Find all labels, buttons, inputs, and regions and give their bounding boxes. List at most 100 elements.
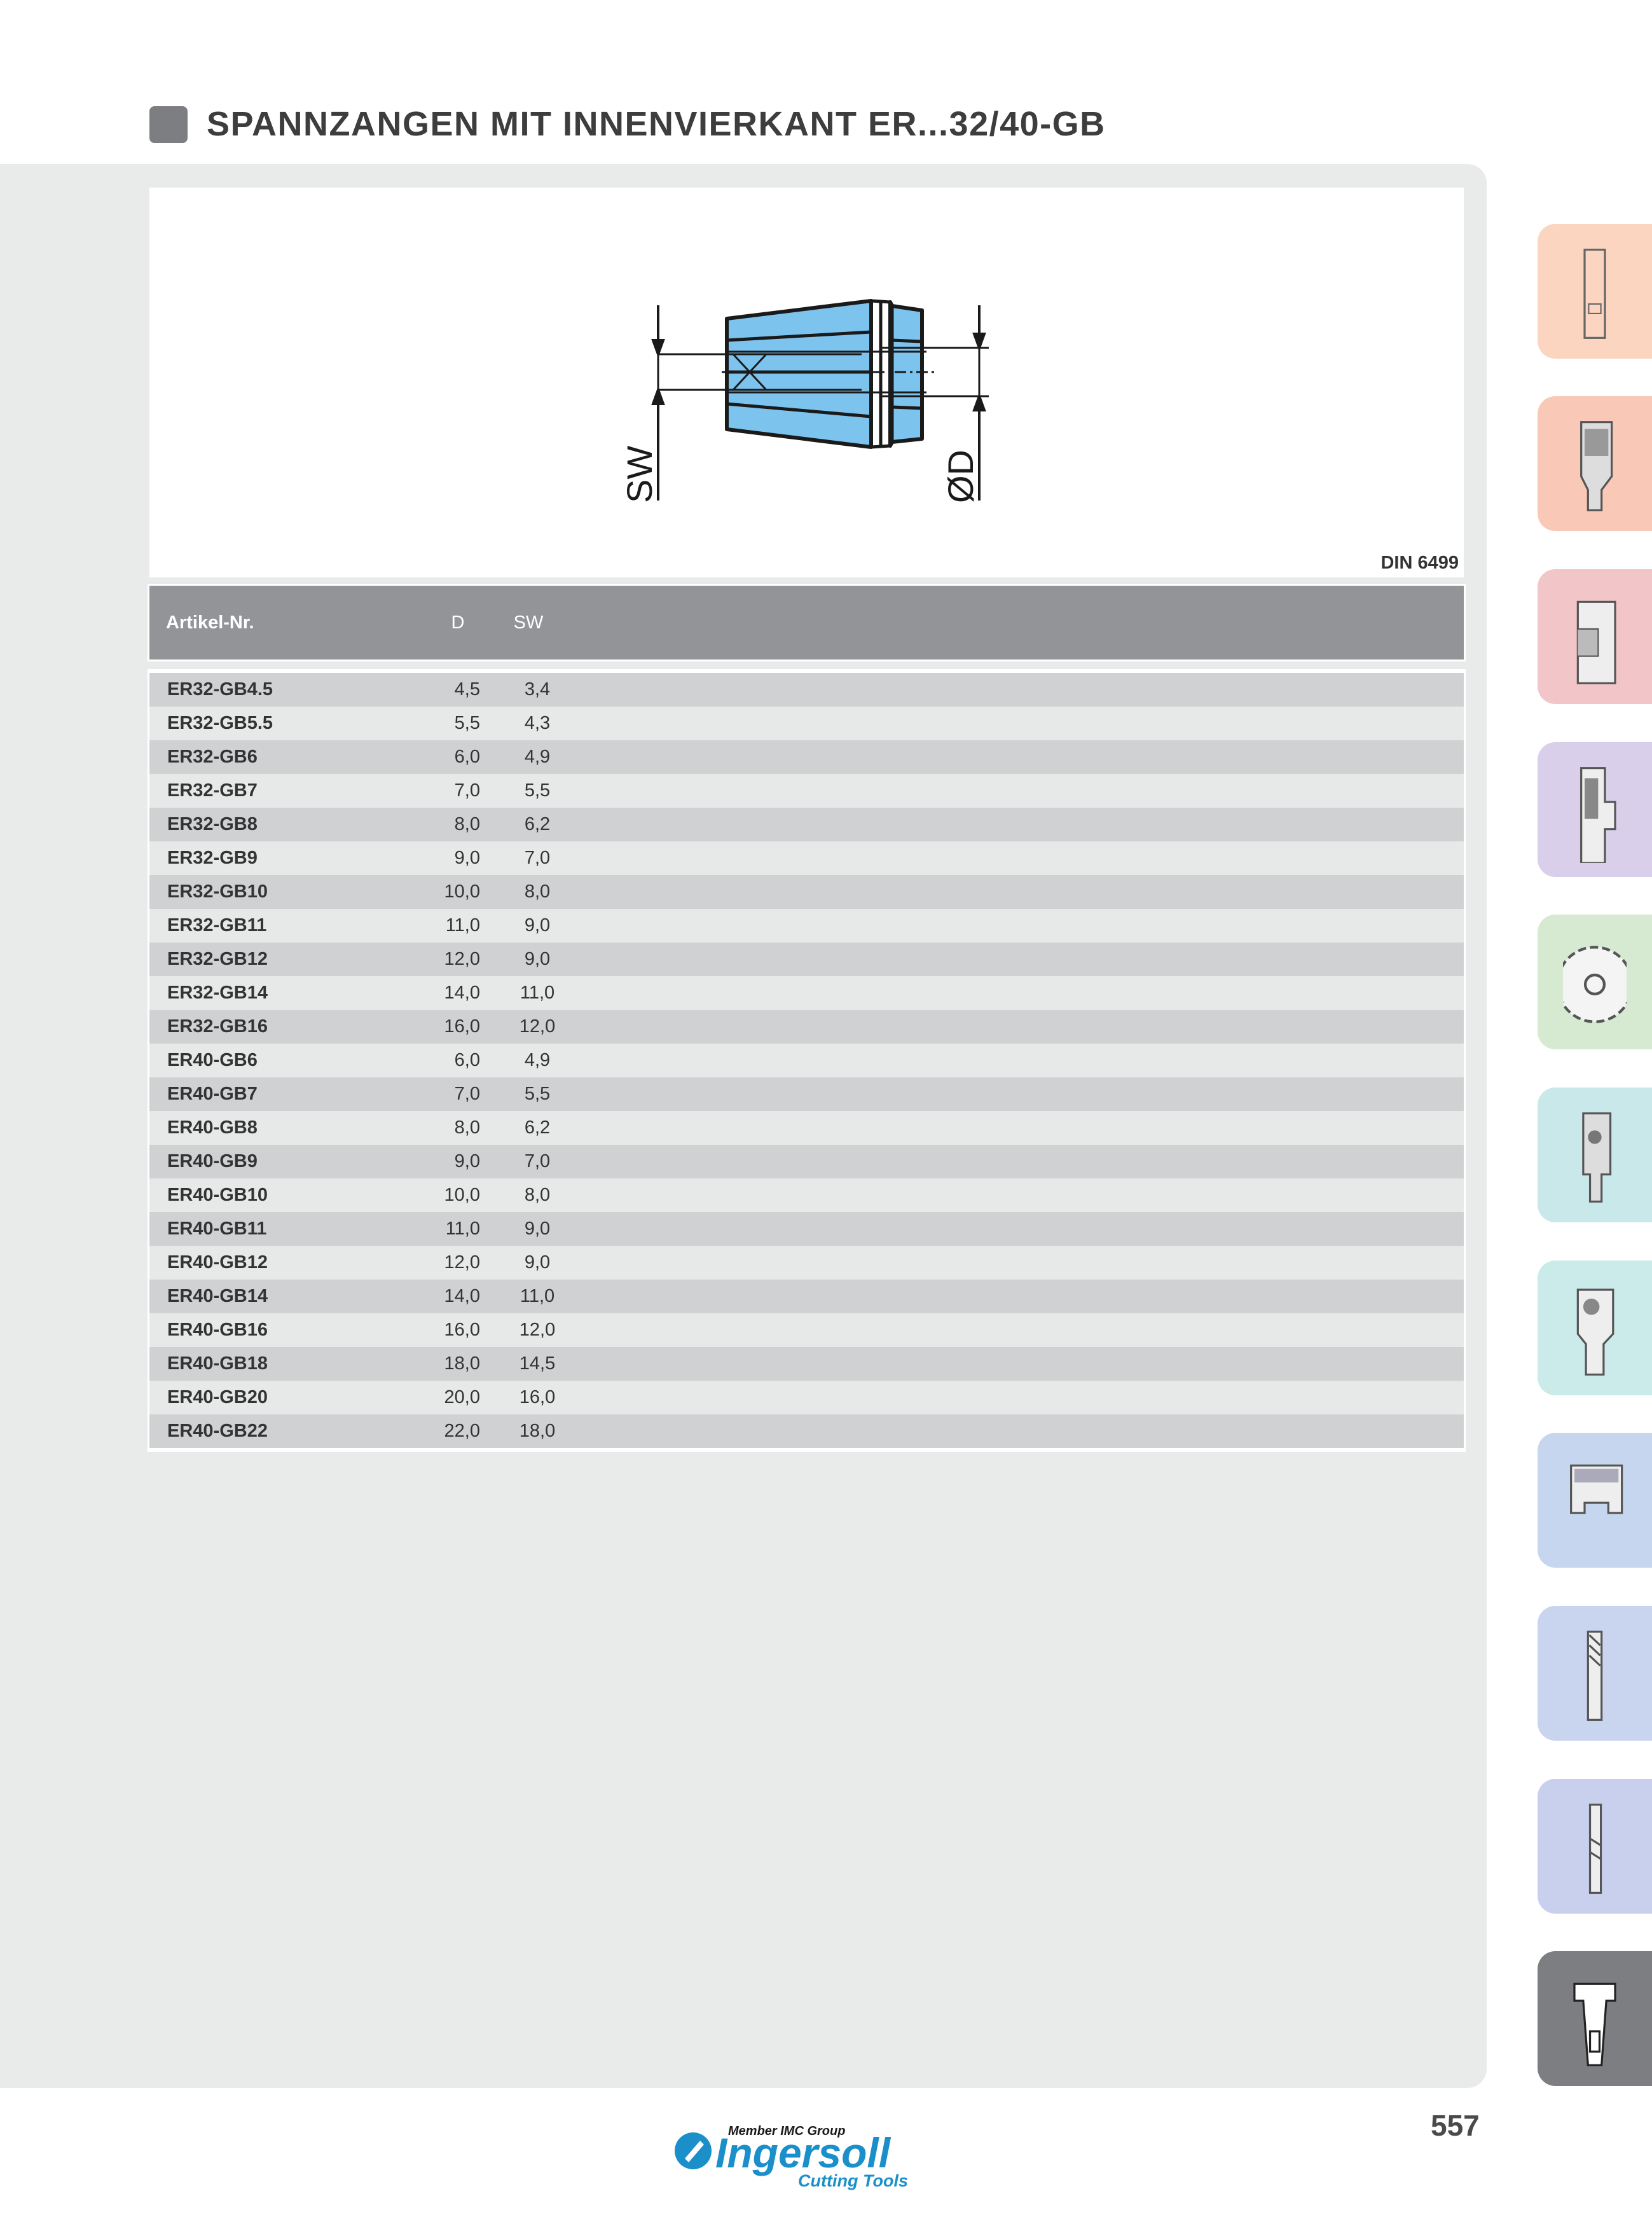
cell-article-number: ER32-GB5.5 [167,713,273,733]
chapter-tab-10[interactable] [1538,1779,1652,1914]
table-row: ER32-GB8 8,0 6,2 [149,808,1464,841]
drill-icon [1588,1804,1602,1894]
cell-sw: 8,0 [524,881,551,902]
cell-article-number: ER32-GB14 [167,983,268,1003]
table-row: ER40-GB6 6,0 4,9 [149,1044,1464,1077]
logo-brand: Ingersoll [715,2129,891,2176]
cell-sw: 9,0 [524,1219,551,1239]
cell-article-number: ER40-GB6 [167,1050,258,1070]
cell-d: 8,0 [454,814,480,834]
chapter-tab-1[interactable] [1538,224,1652,359]
cell-sw: 5,5 [524,780,551,801]
cell-d: 11,0 [445,1219,480,1239]
cell-article-number: ER40-GB11 [167,1219,267,1239]
shank-endmill-icon [1583,249,1606,339]
cell-d: 16,0 [444,1016,480,1037]
cell-d: 12,0 [444,1252,480,1273]
cell-sw: 5,5 [524,1084,551,1104]
face-mill-icon [1580,767,1616,863]
cell-d: 7,0 [454,780,480,801]
cell-sw: 4,3 [524,713,551,733]
chapter-tab-4[interactable] [1538,742,1652,877]
table-row: ER32-GB11 11,0 9,0 [149,909,1464,943]
collet-drawing: SW ØD [619,299,989,503]
cell-article-number: ER32-GB12 [167,949,268,969]
solid-endmill-icon [1587,1631,1603,1721]
cell-sw: 6,2 [524,814,551,834]
copy-mill-icon [1582,1112,1612,1203]
cell-sw: 16,0 [519,1387,556,1407]
chapter-tab-9[interactable] [1538,1606,1652,1741]
cell-sw: 18,0 [519,1421,556,1441]
cell-d: 20,0 [444,1387,480,1407]
cell-article-number: ER40-GB9 [167,1151,258,1171]
cell-sw: 14,5 [519,1353,556,1374]
cell-d: 9,0 [454,1151,480,1171]
cell-sw: 3,4 [524,679,551,700]
cell-sw: 12,0 [519,1016,556,1037]
indexable-endmill-icon [1580,421,1613,511]
table-row: ER32-GB10 10,0 8,0 [149,875,1464,909]
sw-dimension [651,305,862,501]
cell-d: 6,0 [454,747,480,767]
table-row: ER40-GB10 10,0 8,0 [149,1178,1464,1212]
cell-article-number: ER32-GB7 [167,780,258,801]
header-article-number: Artikel-Nr. [166,612,254,633]
cell-article-number: ER32-GB16 [167,1016,268,1037]
disc-cutter-icon [1570,1464,1623,1514]
table-row: ER40-GB16 16,0 12,0 [149,1313,1464,1347]
table-row: ER40-GB8 8,0 6,2 [149,1111,1464,1145]
chapter-tab-7[interactable] [1538,1261,1652,1395]
page-title: SPANNZANGEN MIT INNENVIERKANT ER...32/40… [207,105,1106,143]
cell-sw: 11,0 [520,983,555,1003]
cell-article-number: ER32-GB11 [167,915,267,936]
cell-article-number: ER40-GB22 [167,1421,268,1441]
cell-article-number: ER40-GB8 [167,1117,258,1138]
cell-sw: 11,0 [520,1286,555,1306]
sw-label: SW [619,446,659,503]
cell-sw: 9,0 [524,915,551,936]
table-row: ER32-GB5.5 5,5 4,3 [149,707,1464,740]
chapter-tab-11[interactable] [1538,1951,1652,2086]
cell-sw: 7,0 [524,848,551,868]
cell-article-number: ER40-GB14 [167,1286,268,1306]
cell-d: 11,0 [445,915,480,936]
chapter-tab-2[interactable] [1538,396,1652,531]
cell-d: 10,0 [444,881,480,902]
table-header: Artikel-Nr. D SW [149,586,1464,660]
cell-d: 8,0 [454,1117,480,1138]
table-row: ER40-GB18 18,0 14,5 [149,1347,1464,1381]
cell-sw: 9,0 [524,949,551,969]
cell-d: 4,5 [454,679,480,700]
table-row: ER40-GB20 20,0 16,0 [149,1381,1464,1414]
table-row: ER32-GB16 16,0 12,0 [149,1010,1464,1044]
table-row: ER40-GB11 11,0 9,0 [149,1212,1464,1246]
table-row: ER40-GB9 9,0 7,0 [149,1145,1464,1178]
table-row: ER32-GB6 6,0 4,9 [149,740,1464,774]
ball-mill-icon [1576,1288,1614,1376]
cell-d: 14,0 [444,983,480,1003]
header-d: D [451,612,465,633]
header-sw: SW [513,612,544,633]
chapter-tab-6[interactable] [1538,1088,1652,1222]
cell-d: 14,0 [444,1286,480,1306]
technical-drawing: SW ØD DIN 6499 [149,188,1464,577]
cell-sw: 6,2 [524,1117,551,1138]
chapter-tab-8[interactable] [1538,1433,1652,1568]
table-row: ER32-GB9 9,0 7,0 [149,841,1464,875]
cell-article-number: ER32-GB4.5 [167,679,273,700]
cell-sw: 4,9 [524,1050,551,1070]
cell-article-number: ER40-GB12 [167,1252,268,1273]
square-bore [722,350,938,394]
d-dimension [881,305,989,501]
cell-sw: 8,0 [524,1185,551,1205]
din-standard-label: DIN 6499 [1380,553,1459,573]
cell-article-number: ER32-GB10 [167,881,268,902]
chapter-tab-5[interactable] [1538,915,1652,1049]
cell-d: 5,5 [454,713,480,733]
cell-d: 7,0 [454,1084,480,1104]
chapter-tab-3[interactable] [1538,569,1652,704]
cell-d: 6,0 [454,1050,480,1070]
shell-mill-icon [1576,600,1616,684]
d-label: ØD [940,450,981,503]
